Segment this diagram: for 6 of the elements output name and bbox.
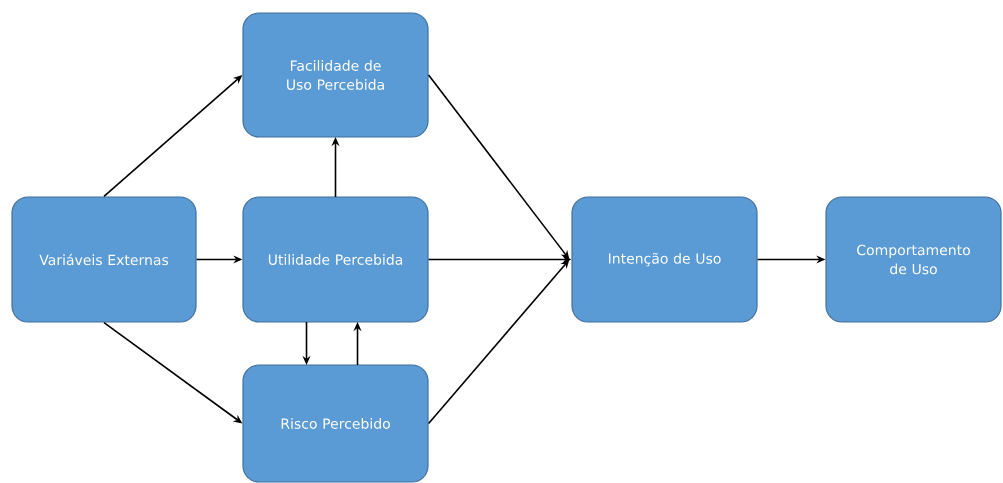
process-box: Variáveis Externas (11, 196, 197, 323)
process-box: Facilidade de Uso Percebida (242, 12, 429, 138)
process-box: Risco Percebido (242, 364, 429, 483)
process-box: Utilidade Percebida (242, 196, 429, 323)
process-box: Intenção de Uso (571, 196, 758, 323)
process-box: Comportamento de Uso (825, 196, 1002, 323)
